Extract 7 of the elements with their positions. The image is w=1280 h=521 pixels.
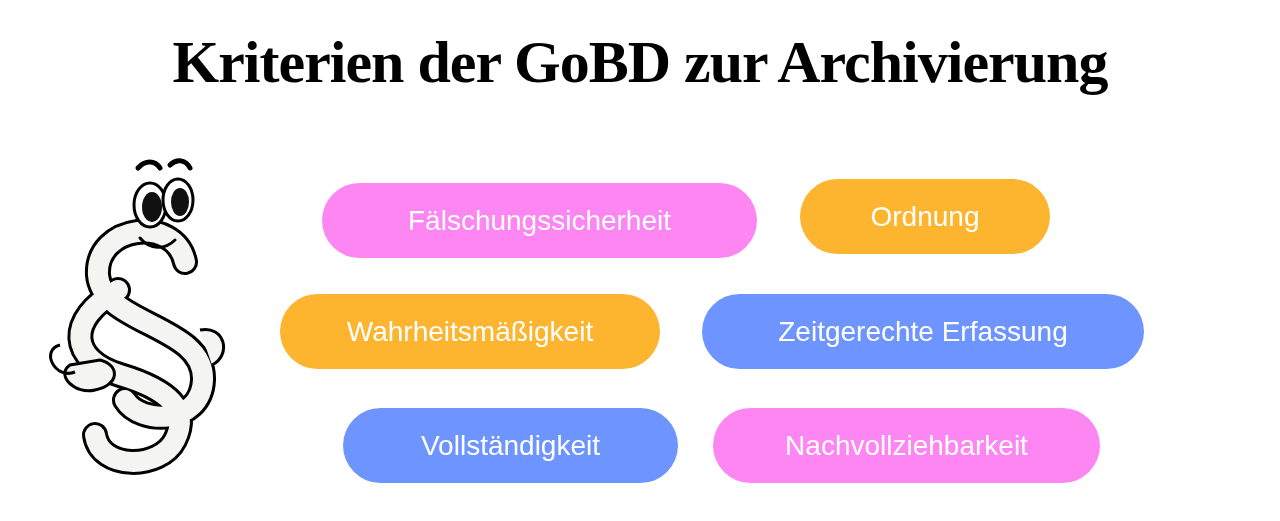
criterion-label: Fälschungssicherheit xyxy=(408,204,671,237)
criterion-label: Wahrheitsmäßigkeit xyxy=(346,315,594,348)
criterion-label: Nachvollziehbarkeit xyxy=(785,429,1028,462)
criterion-label: Vollständigkeit xyxy=(421,429,600,462)
criterion-label: Zeitgerechte Erfassung xyxy=(778,315,1068,348)
title: Kriterien der GoBD zur Archivierung xyxy=(171,28,1109,97)
criterion-label: Ordnung xyxy=(870,200,980,233)
